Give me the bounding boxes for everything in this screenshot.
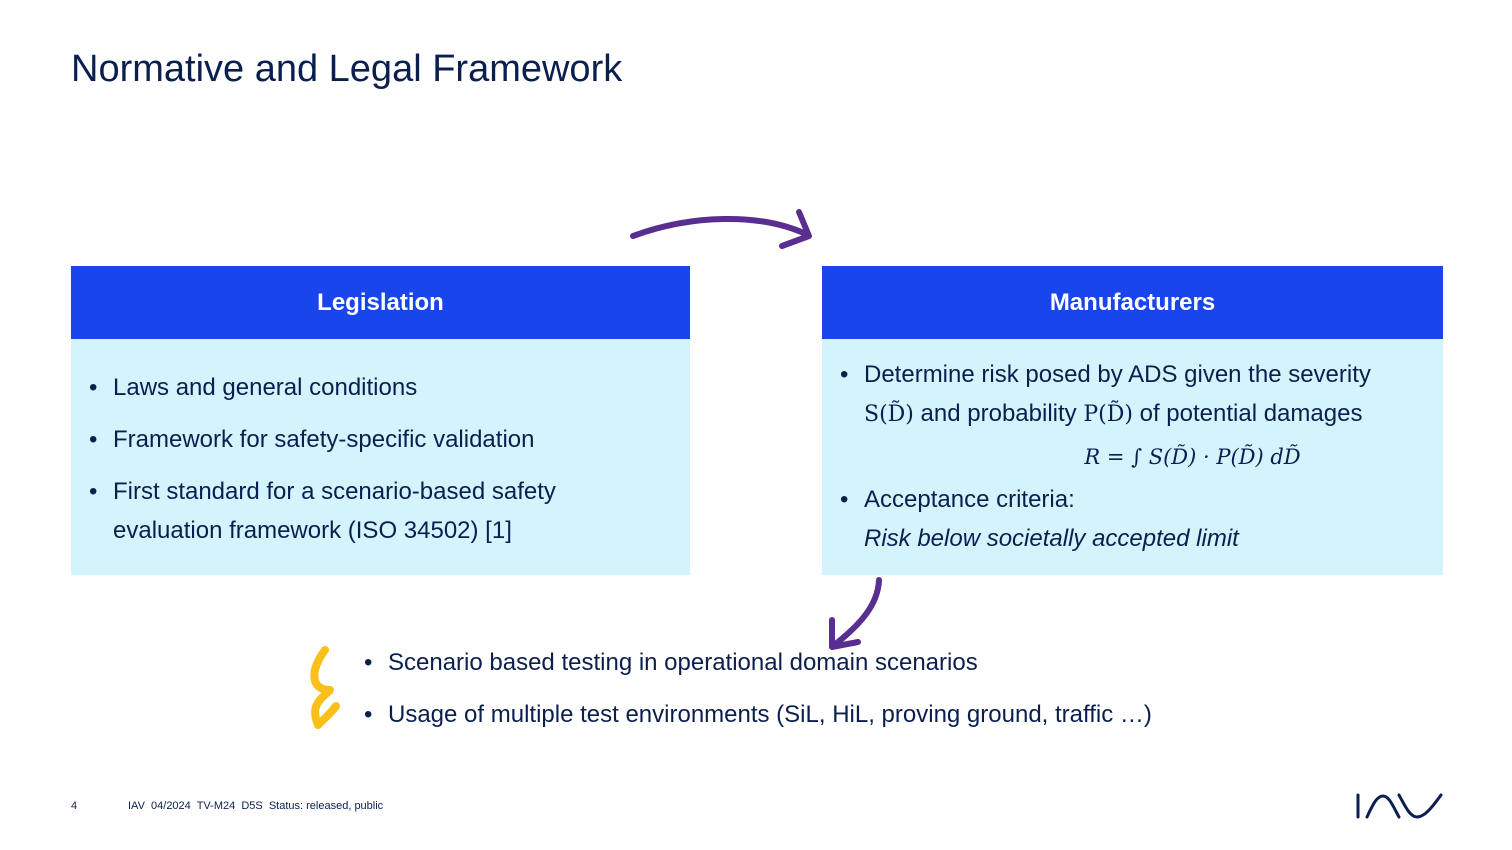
legislation-body: Laws and general conditions Framework fo… (71, 339, 690, 575)
severity-math: S(D̃) (864, 402, 914, 427)
probability-math: P(D̃) (1083, 402, 1133, 427)
list-item: Framework for safety-specific validation (71, 420, 690, 459)
risk-text: of potential damages (1132, 400, 1363, 427)
legislation-header: Legislation (71, 266, 690, 339)
footer-info: IAV 04/2024 TV-M24 D5S Status: released,… (128, 800, 384, 812)
curved-arrow-icon (630, 209, 812, 249)
down-arrow-icon (829, 577, 882, 650)
list-item: First standard for a scenario-based safe… (71, 472, 690, 550)
iav-logo (1356, 793, 1443, 819)
manufacturers-body: Determine risk posed by ADS given the se… (822, 339, 1443, 575)
legislation-box: Legislation Laws and general conditions … (71, 266, 690, 575)
list-item: Scenario based testing in operational do… (346, 643, 1152, 682)
page-title: Normative and Legal Framework (71, 48, 623, 90)
lightning-icon (310, 646, 340, 729)
risk-text: Determine risk posed by ADS given the se… (864, 361, 1371, 388)
list-item: Acceptance criteria: Risk below societal… (822, 480, 1443, 558)
manufacturers-box: Manufacturers Determine risk posed by AD… (822, 266, 1443, 575)
list-item: Usage of multiple test environments (SiL… (346, 695, 1152, 734)
page-number: 4 (71, 800, 78, 812)
risk-text: and probability (913, 400, 1084, 427)
risk-formula: R = ∫ S(D̃) · P(D̃) dD̃ (1084, 445, 1301, 469)
list-item: Laws and general conditions (71, 368, 690, 407)
criteria-label: Acceptance criteria: (864, 486, 1075, 513)
manufacturers-header: Manufacturers (822, 266, 1443, 339)
list-item: Determine risk posed by ADS given the se… (822, 355, 1443, 434)
criteria-value: Risk below societally accepted limit (864, 525, 1239, 552)
bottom-list: Scenario based testing in operational do… (346, 643, 1152, 734)
